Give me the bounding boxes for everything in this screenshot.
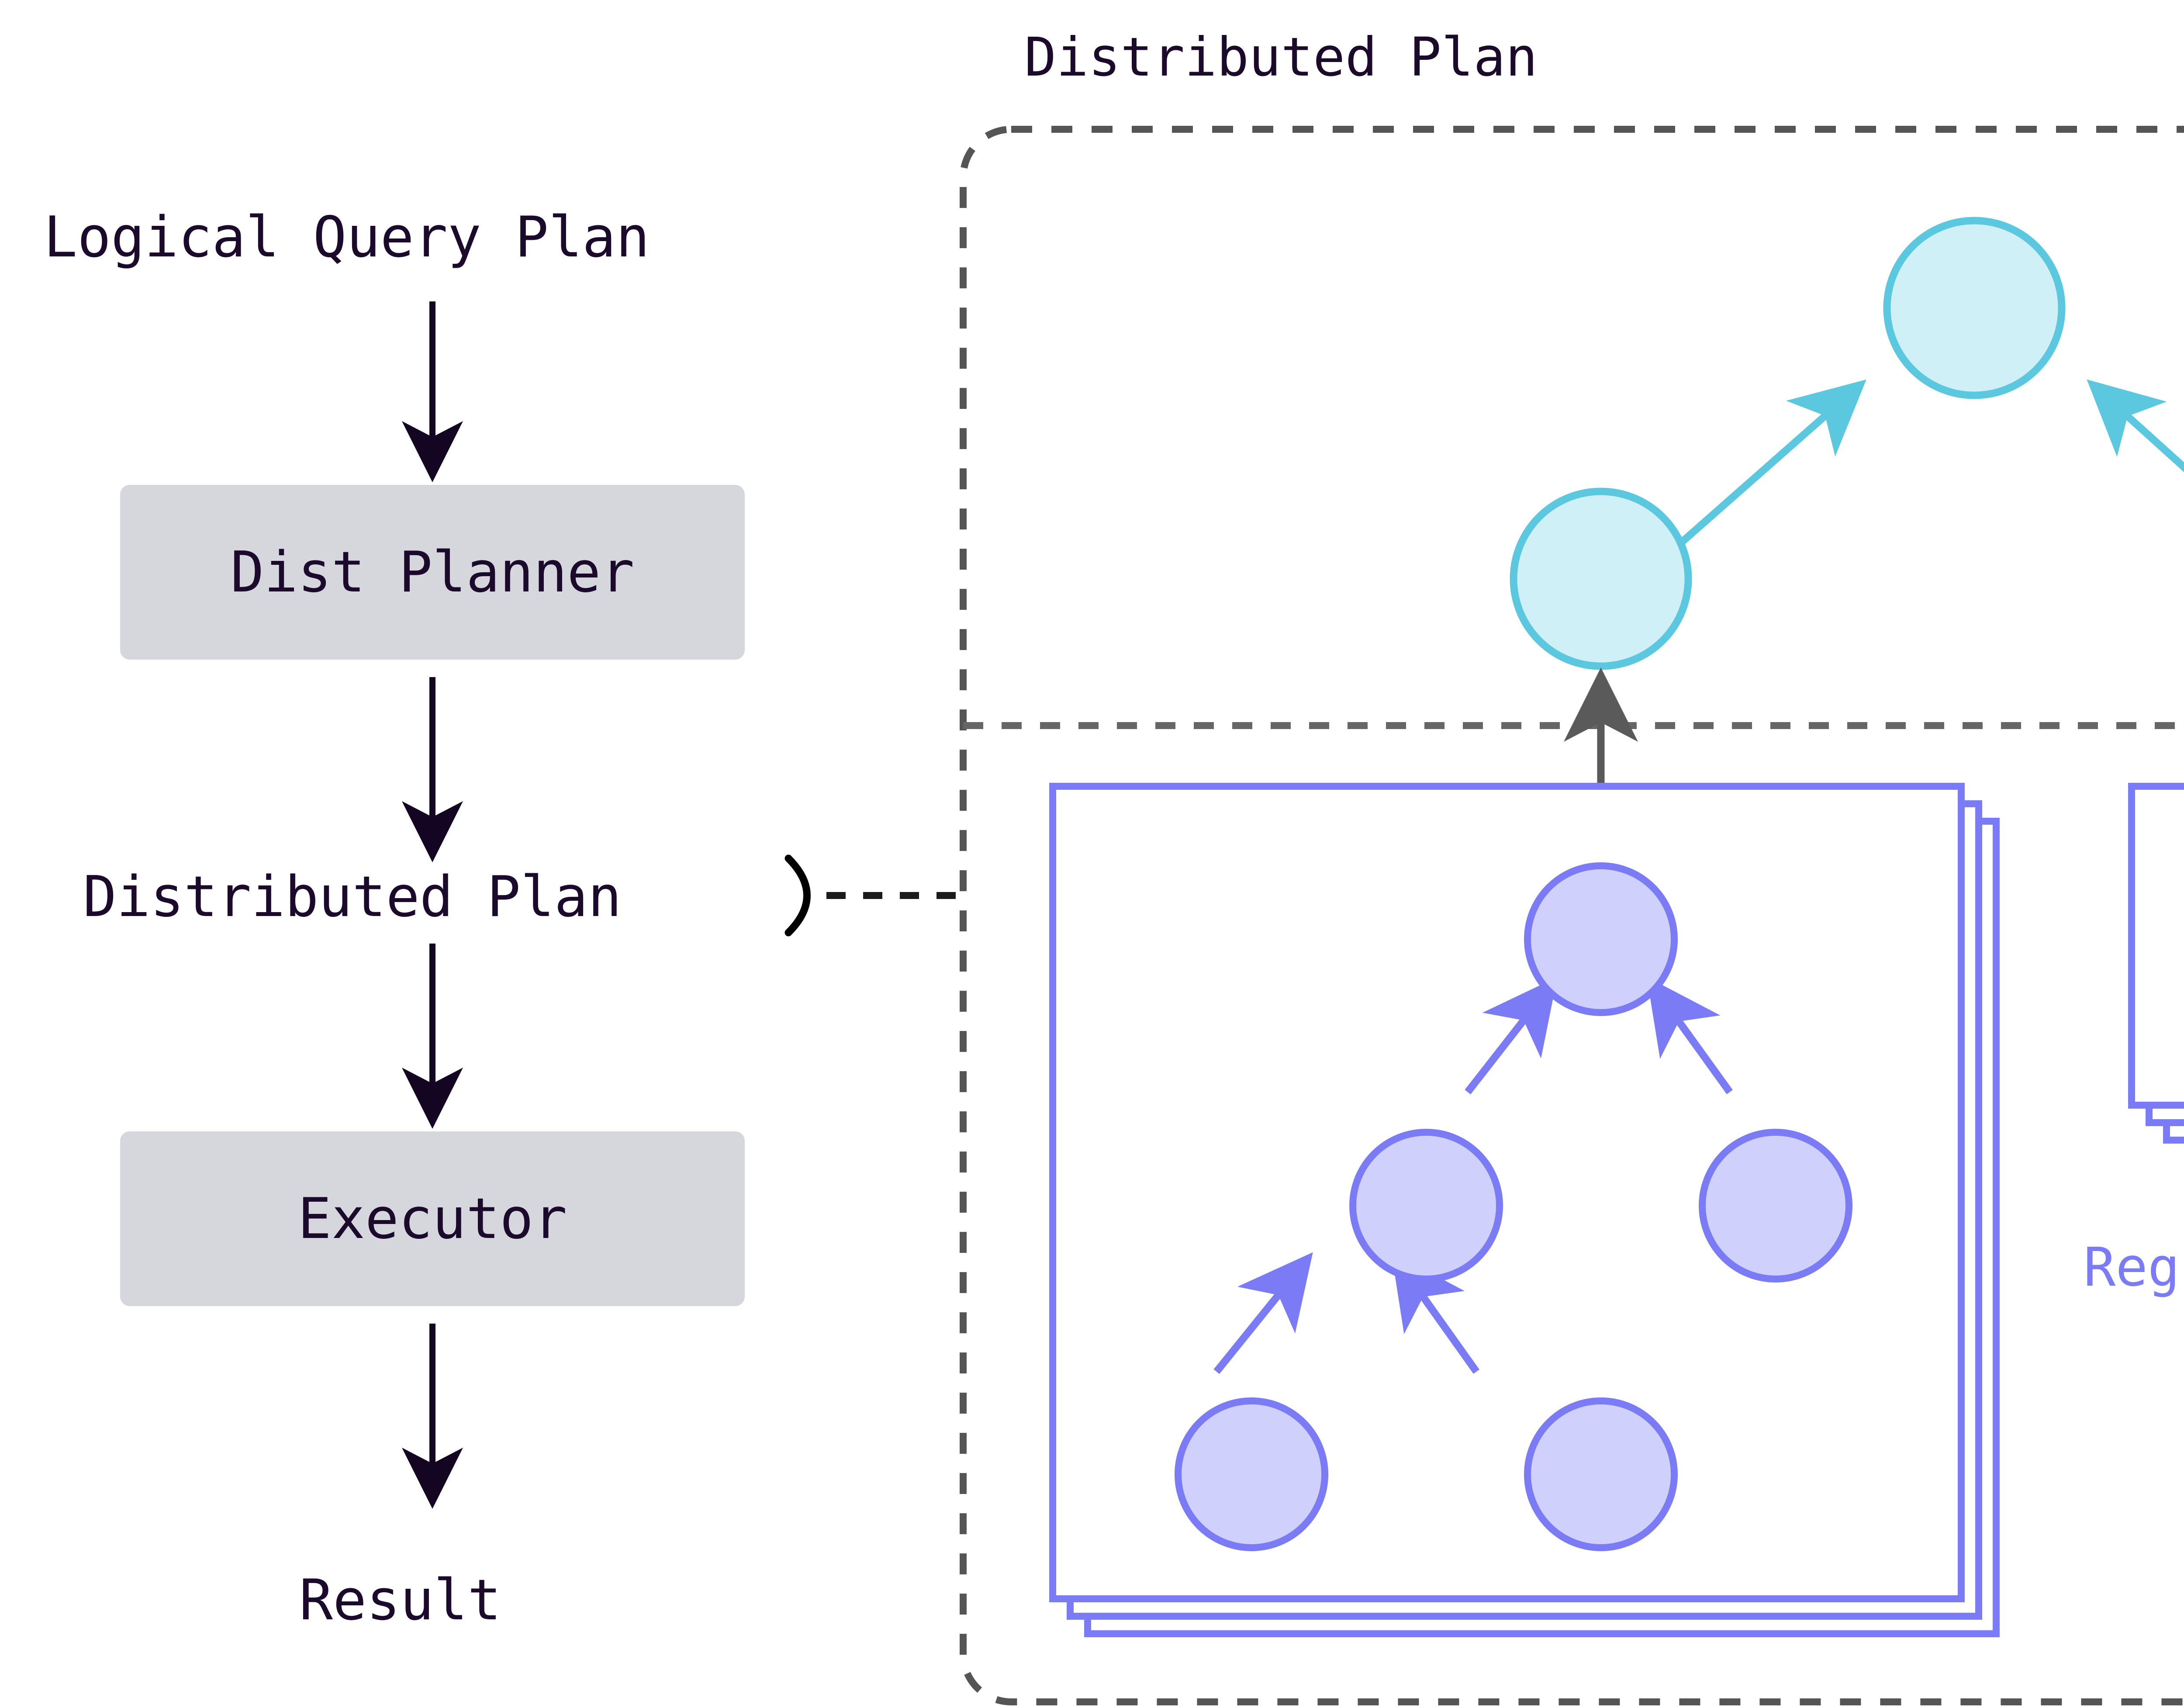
dist-planner-box[interactable]: Dist Planner <box>120 485 745 660</box>
region-left-edge-mid-to-top <box>1465 977 1558 1095</box>
distributed-plan-panel-caption: Distributed Plan <box>1024 26 1538 88</box>
region-left-edge-right-to-top <box>1647 977 1733 1094</box>
region-left-node-mid <box>1349 1129 1503 1283</box>
regions-label: Regions <box>2084 1236 2184 1298</box>
region-left-node-sibling <box>1699 1129 1852 1283</box>
frontend-node-left <box>1510 488 1692 670</box>
region-left-edge-leaf1-to-mid <box>1213 1252 1313 1374</box>
frontend-node-root <box>1883 217 2066 399</box>
frontend-edge-right <box>2087 379 2184 472</box>
result-label: Result <box>299 1568 501 1633</box>
frontend-stage-graph <box>1510 217 2184 670</box>
distributed-plan-bracket-group <box>784 854 963 937</box>
region-left-node-top <box>1524 862 1678 1016</box>
region-group-left <box>1049 783 2000 1637</box>
region-right-stack-layer-1 <box>2128 783 2184 1109</box>
distributed-plan-panel-border <box>960 126 2184 1705</box>
logical-query-plan-label: Logical Query Plan <box>44 205 650 270</box>
region-left-node-leaf1 <box>1175 1397 1328 1551</box>
executor-box[interactable]: Executor <box>120 1131 745 1306</box>
region-group-right <box>2128 783 2184 1144</box>
region-left-node-leaf2 <box>1524 1397 1678 1551</box>
frontend-edge-left <box>1675 379 1866 549</box>
distributed-plan-label: Distributed Plan <box>83 864 622 930</box>
closing-bracket-icon <box>784 854 811 937</box>
